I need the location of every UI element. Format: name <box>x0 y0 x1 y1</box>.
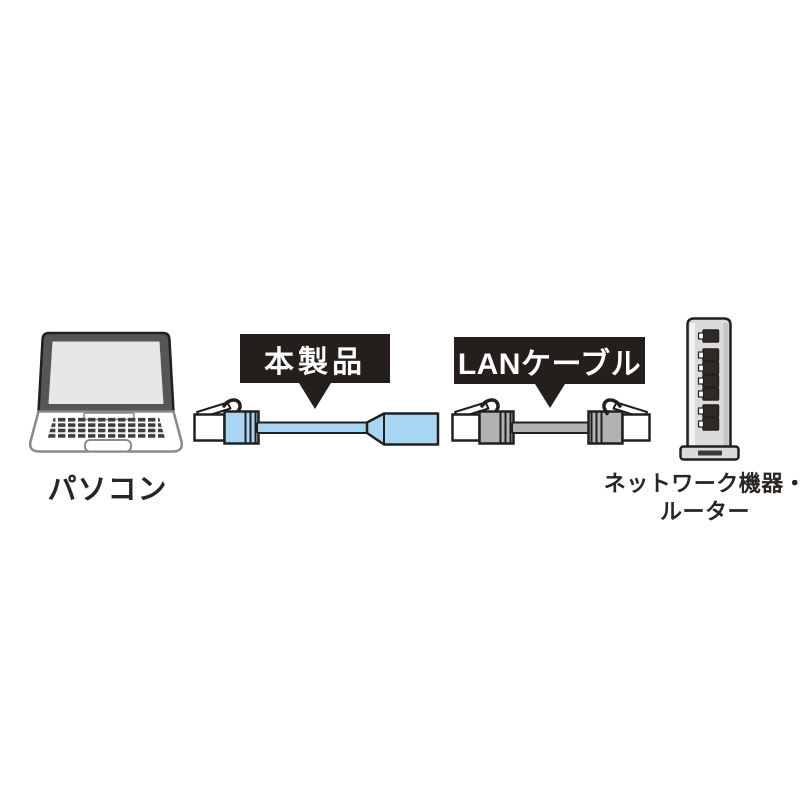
computer-label: パソコン <box>47 474 168 506</box>
network-device-label: ネットワーク機器・ ルーター <box>600 470 800 526</box>
adapter-cable <box>256 421 369 434</box>
ethernet-port <box>697 361 720 375</box>
laptop-screen <box>48 341 164 404</box>
laptop-keyboard <box>47 417 165 439</box>
product-adapter-illustration <box>193 398 440 446</box>
router-base-slot <box>698 450 722 456</box>
ethernet-port <box>697 348 720 362</box>
ethernet-port <box>697 374 720 388</box>
cable-boot <box>587 410 624 445</box>
ethernet-port <box>697 417 720 431</box>
ethernet-port <box>697 329 720 343</box>
lan-cable-illustration <box>451 398 651 445</box>
router-highlight <box>690 323 695 445</box>
plug-clip-hook-icon <box>602 398 622 416</box>
cable-boot <box>478 410 515 445</box>
callout-pointer <box>299 383 331 409</box>
lan-cable-line <box>511 421 591 434</box>
router-shade <box>723 323 729 445</box>
laptop-trackpad <box>84 439 132 453</box>
rj45-plug-icon <box>621 413 651 442</box>
ethernet-port <box>697 387 720 401</box>
adapter-coupler <box>365 412 440 446</box>
callout-pointer <box>534 384 565 408</box>
adapter-boot <box>223 410 260 445</box>
router-illustration <box>679 317 740 461</box>
product-callout: 本製品 <box>240 334 390 409</box>
network-device-label-line1: ネットワーク機器・ <box>603 471 800 496</box>
rj45-plug-icon <box>451 413 481 442</box>
plug-clip-hook-icon <box>480 398 500 416</box>
rj45-plug-icon <box>193 413 226 442</box>
network-device-label-line2: ルーター <box>659 499 750 524</box>
ethernet-ports <box>697 329 720 431</box>
plug-clip-hook-icon <box>222 398 242 416</box>
product-callout-label: 本製品 <box>264 345 366 379</box>
ethernet-port <box>697 404 720 418</box>
laptop-illustration <box>28 331 184 453</box>
lan-cable-callout: LANケーブル <box>454 337 645 408</box>
lan-cable-callout-label: LANケーブル <box>457 347 642 381</box>
